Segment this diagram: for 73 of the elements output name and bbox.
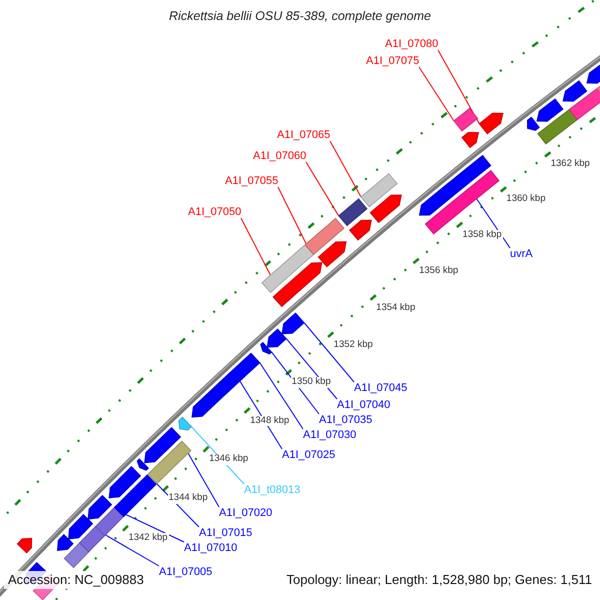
gene-block (64, 542, 90, 568)
gene-label: A1I_07035 (319, 414, 372, 426)
gene-block (147, 440, 192, 484)
leader-line (104, 534, 160, 566)
scale-label: 1356 kbp (418, 266, 460, 276)
gene-block (370, 194, 402, 224)
gene-block (360, 173, 398, 208)
gene-block (178, 416, 192, 431)
gene-label: A1I_07060 (253, 150, 306, 162)
scale-label: 1352 kbp (332, 340, 374, 350)
gene-block (568, 88, 600, 120)
leader-line (259, 362, 304, 430)
scale-label: 1354 kbp (375, 302, 416, 313)
gene-label: A1I_07045 (354, 382, 408, 394)
gene-label: A1I_07020 (219, 507, 272, 520)
gene-label: A1I_07050 (188, 206, 242, 218)
gene-label: A1I_07025 (282, 449, 336, 462)
gene-block (304, 218, 345, 256)
gene-block (338, 198, 368, 226)
gene-block (266, 328, 287, 348)
gene-block (562, 80, 588, 102)
gene-block (461, 132, 480, 148)
gene-block (418, 154, 492, 216)
gene-block (144, 427, 182, 464)
gene-label: A1I_07005 (159, 566, 212, 578)
gene-label: A1I_07040 (337, 399, 390, 412)
gene-label: uvrA (510, 248, 533, 260)
scale-label: 1342 kbp (127, 533, 169, 544)
gene-label: A1I_07030 (303, 429, 356, 442)
gene-label: A1I_07055 (225, 175, 278, 188)
leader-line (418, 66, 454, 122)
gene-block (537, 108, 578, 144)
gene-block (56, 534, 74, 551)
gene-label: A1I_07080 (385, 38, 438, 50)
leader-line (125, 514, 184, 542)
gene-block (136, 458, 149, 471)
leader-line (278, 186, 307, 244)
scale-label: 1350 kbp (290, 377, 332, 388)
leader-line (438, 50, 480, 124)
leader-line (476, 198, 510, 248)
leader-line (304, 322, 354, 382)
gene-block (527, 116, 540, 131)
leader-line (188, 452, 220, 508)
gene-block (88, 494, 112, 520)
gene-label: A1I_07075 (366, 55, 420, 68)
gene-block (114, 474, 158, 518)
gene-block (348, 220, 372, 241)
gene-block (272, 262, 322, 308)
scale-label: 1360 kbp (505, 194, 546, 205)
scale-label: 1346 kbp (208, 454, 250, 465)
map-title: Rickettsia bellii OSU 85-389, complete genome (168, 10, 432, 24)
gene-block (68, 514, 94, 540)
gene-label: A1I_07015 (199, 527, 252, 540)
gene-block (318, 241, 347, 268)
leader-line (240, 218, 271, 276)
scale-label: 1362 kbp (550, 159, 591, 170)
gene-block (16, 538, 32, 554)
gene-block (260, 342, 272, 355)
gene-block (536, 98, 564, 122)
gene-label: A1I_07010 (184, 542, 238, 554)
gene-block (453, 108, 478, 132)
gene-block (478, 112, 504, 134)
gene-block (78, 525, 106, 552)
gene-block (282, 312, 305, 334)
gene-block (261, 244, 314, 294)
scale-label: 1348 kbp (249, 416, 290, 426)
gene-block (108, 466, 142, 498)
leader-line (330, 140, 362, 198)
gene-block (191, 352, 260, 418)
scale-label: 1344 kbp (168, 493, 209, 504)
scale-label: 1358 kbp (462, 230, 503, 240)
gene-label: A1I_t08013 (244, 484, 300, 496)
gene-label: A1I_07065 (277, 129, 330, 142)
